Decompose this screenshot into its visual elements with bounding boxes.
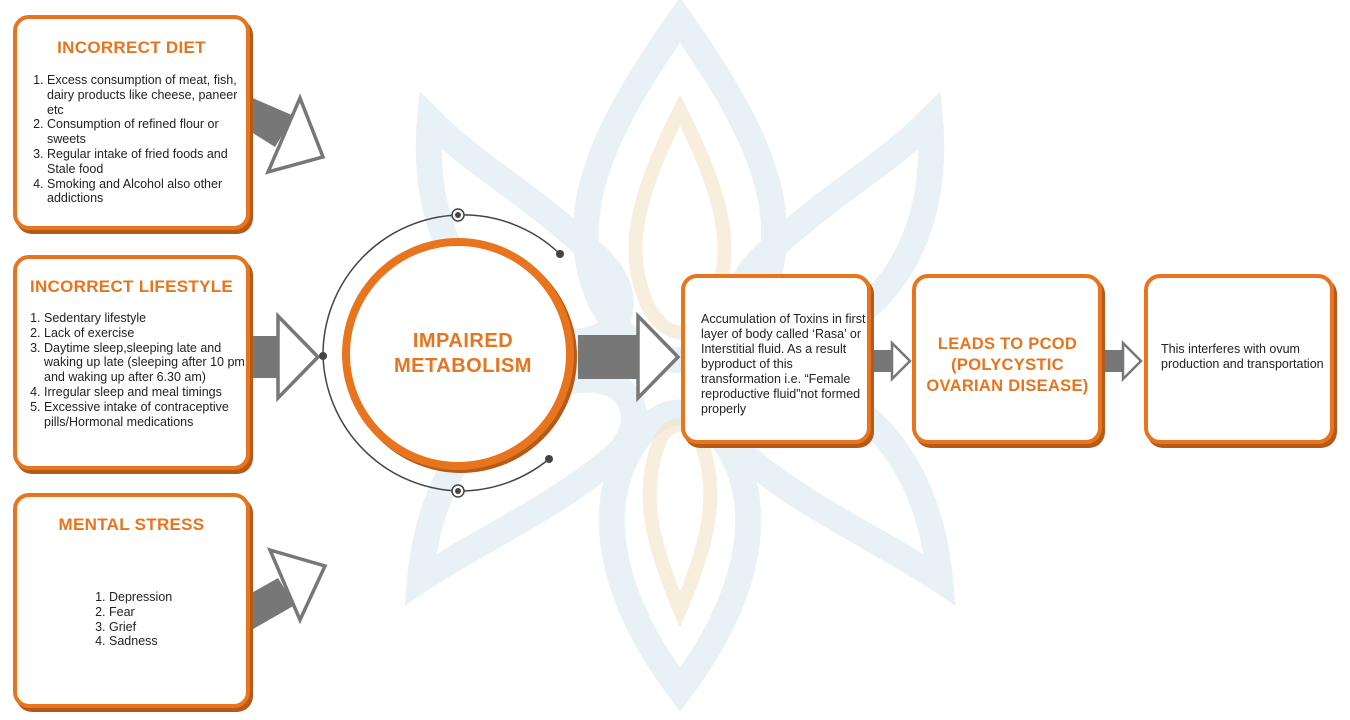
list-item: Fear bbox=[109, 605, 249, 620]
arrow-pcod-to-ovum bbox=[1104, 339, 1143, 383]
card-title: MENTAL STRESS bbox=[58, 515, 205, 534]
card-incorrect-lifestyle: INCORRECT LIFESTYLE Sedentary lifestyle … bbox=[13, 255, 250, 470]
list-item: Grief bbox=[109, 620, 249, 635]
pcod-title: LEADS TO PCOD (POLYCYSTIC OVARIAN DISEAS… bbox=[926, 335, 1089, 395]
list-item: Excess consumption of meat, fish, dairy … bbox=[47, 73, 247, 117]
toxins-text: Accumulation of Toxins in first layer of… bbox=[701, 312, 866, 416]
card-incorrect-diet: INCORRECT DIET Excess consumption of mea… bbox=[13, 15, 250, 230]
list-item: Irregular sleep and meal timings bbox=[44, 385, 254, 400]
list-item: Sadness bbox=[109, 634, 249, 649]
ovum-text: This interferes with ovum production and… bbox=[1161, 342, 1324, 371]
list-item: Sedentary lifestyle bbox=[44, 311, 254, 326]
list-item: Daytime sleep,sleeping late and waking u… bbox=[44, 341, 254, 385]
arrow-lifestyle-to-center bbox=[250, 311, 321, 403]
diet-list: Excess consumption of meat, fish, dairy … bbox=[17, 73, 247, 206]
card-mental-stress: MENTAL STRESS Depression Fear Grief Sadn… bbox=[13, 493, 250, 708]
list-item: Smoking and Alcohol also other addiction… bbox=[47, 177, 247, 207]
impaired-metabolism-title: IMPAIRED METABOLISM bbox=[394, 330, 532, 377]
list-item: Consumption of refined flour or sweets bbox=[47, 117, 247, 147]
list-item: Lack of exercise bbox=[44, 326, 254, 341]
card-ovum: This interferes with ovum production and… bbox=[1144, 274, 1334, 444]
card-title: INCORRECT LIFESTYLE bbox=[29, 277, 234, 296]
arrow-center-to-toxins bbox=[578, 311, 681, 403]
center-orbit bbox=[319, 208, 564, 498]
arrow-toxins-to-pcod bbox=[873, 339, 912, 383]
card-title: INCORRECT DIET bbox=[57, 38, 206, 57]
arrow-diet-to-center bbox=[248, 93, 326, 175]
stress-list: Depression Fear Grief Sadness bbox=[79, 590, 249, 649]
card-toxins: Accumulation of Toxins in first layer of… bbox=[681, 274, 871, 444]
arrow-stress-to-center bbox=[248, 547, 328, 632]
lifestyle-list: Sedentary lifestyle Lack of exercise Day… bbox=[14, 311, 254, 429]
list-item: Depression bbox=[109, 590, 249, 605]
card-pcod: LEADS TO PCOD (POLYCYSTIC OVARIAN DISEAS… bbox=[912, 274, 1102, 444]
list-item: Excessive intake of contraceptive pills/… bbox=[44, 400, 254, 430]
center-circle bbox=[342, 238, 577, 473]
list-item: Regular intake of fried foods and Stale … bbox=[47, 147, 247, 177]
